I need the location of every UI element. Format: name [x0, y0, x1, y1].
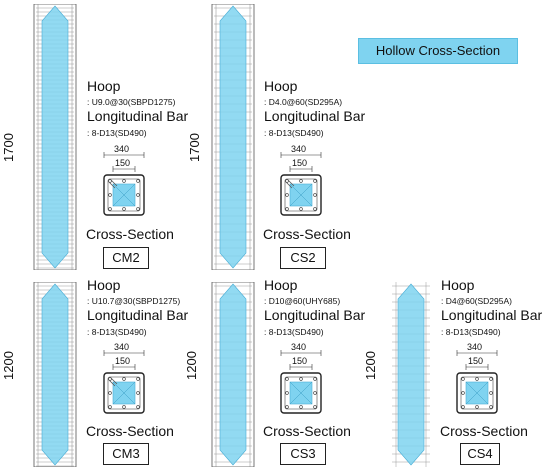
- hoop-spec: : D4@60(SD295A): [441, 296, 512, 306]
- specimen-name: CM3: [112, 446, 140, 461]
- cross-section-drawing: [103, 350, 145, 414]
- longitudinal-spec: : 8-D13(SD490): [264, 128, 324, 138]
- specimen-name-box: CS2: [280, 247, 326, 269]
- column-elevation-cm3: [33, 282, 77, 467]
- hoop-spec: : D4.0@60(SD295A): [264, 97, 343, 107]
- cross-section-drawing: [456, 350, 498, 414]
- hoop-heading: Hoop: [264, 277, 298, 293]
- column-elevation-cs2: [211, 4, 255, 270]
- dim-outer: 340: [291, 144, 307, 154]
- height-label-cm2: 1700: [0, 133, 16, 162]
- dim-outer: 340: [114, 144, 130, 154]
- height-label-cs3: 1200: [183, 351, 199, 380]
- hoop-heading: Hoop: [87, 277, 121, 293]
- longitudinal-spec: : 8-D13(SD490): [264, 327, 324, 337]
- longitudinal-heading: Longitudinal Bar: [87, 108, 189, 124]
- hoop-heading: Hoop: [87, 78, 121, 94]
- cross-section-drawing: [280, 152, 322, 216]
- cross-section-drawing: [103, 152, 145, 216]
- dim-inner: 150: [292, 356, 308, 366]
- height-label-cs2: 1700: [186, 133, 202, 162]
- specimen-name: CS2: [290, 250, 316, 265]
- cross-section-title: Cross-Section: [263, 423, 351, 439]
- legend-hollow-cross-section: Hollow Cross-Section: [358, 38, 518, 64]
- column-elevation-cs4: [392, 282, 430, 467]
- specimen-name-box: CM3: [103, 443, 149, 465]
- hoop-spec: : U10.7@30(SBPD1275): [87, 296, 181, 306]
- height-label-cs4: 1200: [362, 351, 378, 380]
- longitudinal-heading: Longitudinal Bar: [264, 307, 366, 323]
- longitudinal-spec: : 8-D13(SD490): [87, 327, 147, 337]
- dim-inner: 150: [468, 356, 484, 366]
- column-elevation-cs3: [211, 282, 255, 467]
- dim-outer: 340: [114, 342, 130, 352]
- hoop-spec: : U9.0@30(SBPD1275): [87, 97, 176, 107]
- column-elevation-cm2: [33, 4, 77, 270]
- longitudinal-heading: Longitudinal Bar: [87, 307, 189, 323]
- dim-inner: 150: [292, 158, 308, 168]
- cross-section-title: Cross-Section: [86, 423, 174, 439]
- dim-outer: 340: [467, 342, 483, 352]
- specimen-name: CS4: [467, 446, 493, 461]
- height-label-cm3: 1200: [0, 351, 16, 380]
- specimen-name: CM2: [112, 250, 140, 265]
- longitudinal-heading: Longitudinal Bar: [264, 108, 366, 124]
- longitudinal-heading: Longitudinal Bar: [441, 307, 543, 323]
- dim-outer: 340: [291, 342, 307, 352]
- longitudinal-spec: : 8-D13(SD490): [87, 128, 147, 138]
- hoop-heading: Hoop: [264, 78, 298, 94]
- dim-inner: 150: [115, 356, 131, 366]
- specimen-name-box: CS3: [280, 443, 326, 465]
- specimen-name-box: CS4: [460, 443, 500, 465]
- cross-section-title: Cross-Section: [440, 423, 528, 439]
- cross-section-title: Cross-Section: [263, 226, 351, 242]
- cross-section-title: Cross-Section: [86, 226, 174, 242]
- longitudinal-spec: : 8-D13(SD490): [441, 327, 501, 337]
- specimen-name: CS3: [290, 446, 316, 461]
- legend-label: Hollow Cross-Section: [375, 43, 501, 58]
- hoop-spec: : D10@60(UHY685): [264, 296, 341, 306]
- hoop-heading: Hoop: [441, 277, 475, 293]
- cross-section-drawing: [280, 350, 322, 414]
- dim-inner: 150: [115, 158, 131, 168]
- specimen-name-box: CM2: [103, 247, 149, 269]
